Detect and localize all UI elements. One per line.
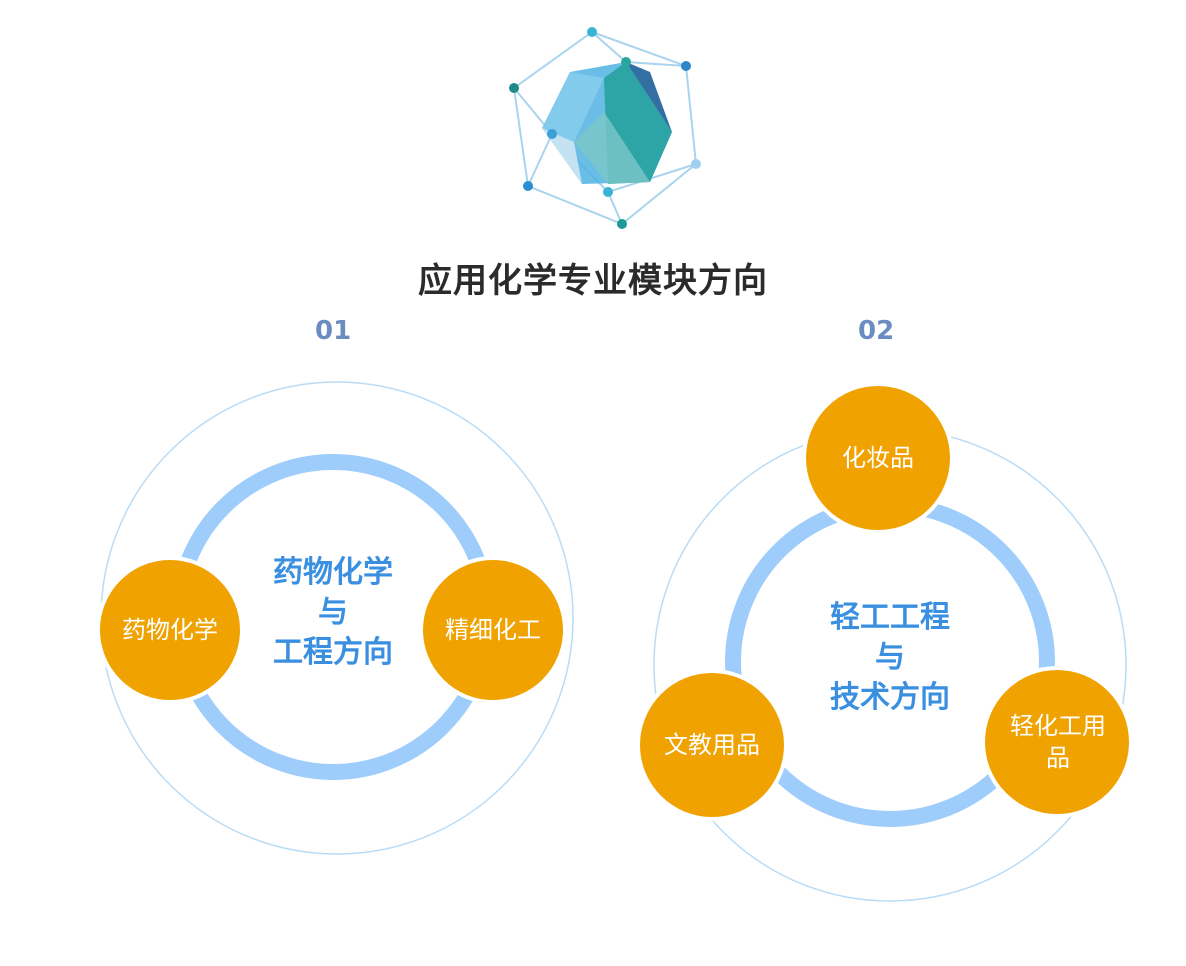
module-2-bubble-top-label: 化妆品 — [842, 444, 914, 472]
module-2-center-title: 轻工工程 与 技术方向 — [805, 598, 975, 718]
module-1-bubble-left-label: 药物化学 — [122, 616, 218, 644]
module-1-center-title: 药物化学 与 工程方向 — [248, 553, 418, 673]
polyhedron-network-icon — [509, 27, 701, 229]
module-1-center-line-1: 药物化学 — [273, 555, 393, 590]
module-1-bubble-left — [96, 556, 244, 704]
module-2-bubble-right — [981, 666, 1133, 818]
module-2-center-line-3: 技术方向 — [830, 680, 950, 715]
module-1-center-line-2: 与 — [318, 595, 348, 630]
module-2-bubble-left — [636, 669, 788, 821]
module-1-bubble-right — [419, 556, 567, 704]
module-number-1: 01 — [315, 316, 352, 346]
module-2-bubble-left-label: 文教用品 — [664, 731, 760, 759]
module-2-bubble-top — [802, 382, 954, 534]
module-2-bubble-right-label: 轻化工用品 — [1010, 712, 1106, 772]
module-2-center-line-2: 与 — [875, 640, 905, 675]
page-title: 应用化学专业模块方向 — [418, 261, 768, 301]
module-number-2: 02 — [858, 316, 895, 346]
module-2-center-line-1: 轻工工程 — [830, 600, 950, 635]
module-1-bubble-right-label: 精细化工 — [445, 616, 541, 644]
module-1-center-line-3: 工程方向 — [273, 635, 393, 670]
